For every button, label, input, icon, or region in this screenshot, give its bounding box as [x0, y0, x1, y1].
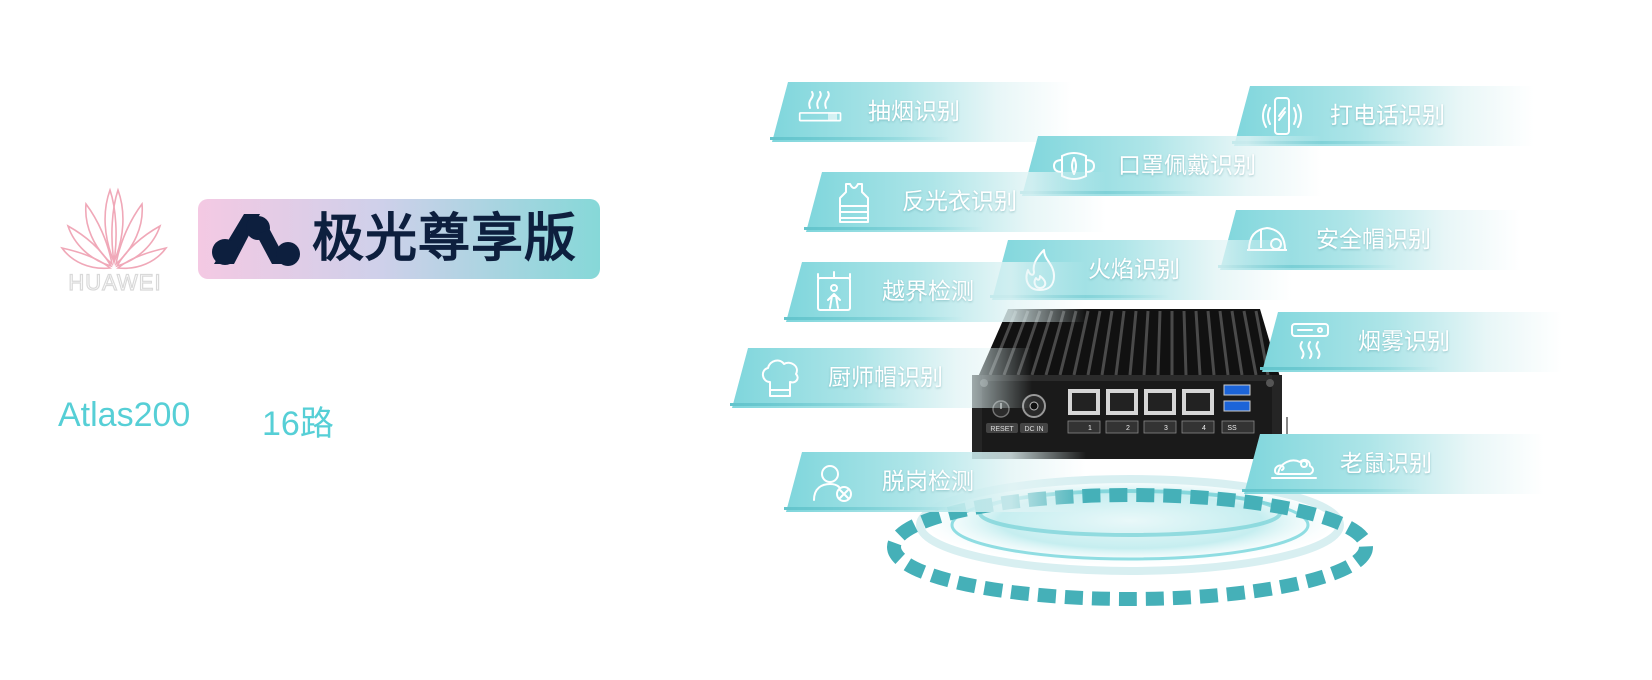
feature-label: 老鼠识别 [1340, 451, 1432, 477]
reset-label: RESET [990, 426, 1014, 433]
chef-hat-icon [762, 359, 799, 397]
port-4-label: 4 [1202, 425, 1206, 432]
feature-label: 脱岗检测 [882, 469, 974, 495]
feature-label: 口罩佩戴识别 [1118, 153, 1256, 179]
edition-title: 极光尊享版 [312, 209, 578, 269]
feature-label: 打电话识别 [1330, 103, 1445, 129]
cigarette-icon [798, 91, 842, 122]
port-2-label: 2 [1126, 425, 1130, 432]
feature-tag-vest: 反光衣识别 [804, 172, 1106, 232]
feature-tag-rat: 老鼠识别 [1242, 434, 1544, 494]
boundary-icon [817, 271, 851, 311]
feature-label: 抽烟识别 [868, 99, 960, 125]
huawei-wordmark: HUAWEI [68, 269, 162, 295]
feature-tag-chef-hat: 厨师帽识别 [730, 348, 1032, 408]
model-name: Atlas200 [58, 396, 191, 434]
feature-tag-absent: 脱岗检测 [784, 452, 1086, 512]
huawei-logo-icon [60, 187, 168, 270]
feature-label: 安全帽识别 [1316, 227, 1431, 253]
feature-label: 越界检测 [882, 279, 974, 305]
feature-label: 火焰识别 [1088, 257, 1180, 283]
smoke-detector-icon [1291, 323, 1329, 359]
usb-label: SS [1227, 425, 1237, 432]
feature-tag-smoking: 抽烟识别 [770, 82, 1072, 142]
ethernet-port-4-icon [1181, 389, 1215, 434]
usb-ports-icon [1221, 384, 1255, 434]
feature-label: 烟雾识别 [1358, 329, 1450, 355]
feature-label: 厨师帽识别 [828, 365, 943, 391]
dc-in-label: DC IN [1024, 426, 1043, 433]
vest-icon [839, 183, 869, 223]
phone-call-icon [1262, 97, 1302, 135]
person-absent-icon [813, 465, 852, 502]
ethernet-port-1-icon [1067, 389, 1101, 434]
feature-tag-smoke: 烟雾识别 [1260, 312, 1562, 372]
ethernet-port-3-icon [1143, 389, 1177, 434]
channel-count: 16路 [262, 405, 334, 443]
port-3-label: 3 [1164, 425, 1168, 432]
port-1-label: 1 [1088, 425, 1092, 432]
feature-tag-boundary: 越界检测 [784, 262, 1086, 322]
edition-logo-icon [212, 214, 300, 266]
feature-label: 反光衣识别 [902, 189, 1017, 215]
ethernet-port-2-icon [1105, 389, 1139, 434]
rat-icon [1271, 458, 1317, 479]
